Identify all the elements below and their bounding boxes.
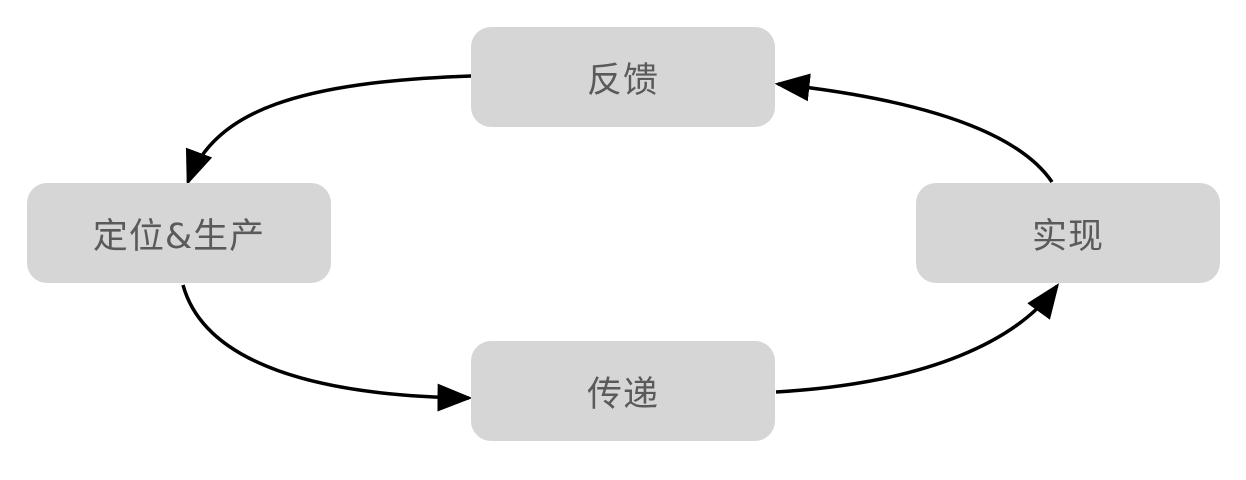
node-delivery: 传递: [471, 341, 775, 441]
node-feedback-label: 反馈: [586, 60, 659, 101]
arrow-feedback-to-position: [185, 74, 472, 186]
node-delivery-label: 传递: [586, 374, 659, 415]
node-position-production: 定位&生产: [27, 183, 331, 283]
arrow-realize-to-feedback: [774, 73, 1054, 183]
arrow-delivery-to-realize: [775, 283, 1060, 394]
node-feedback: 反馈: [471, 27, 775, 127]
node-realize: 实现: [916, 183, 1220, 283]
arrow-position-to-delivery: [181, 284, 473, 412]
node-position-production-label: 定位&生产: [92, 216, 266, 257]
node-realize-label: 实现: [1031, 216, 1104, 257]
